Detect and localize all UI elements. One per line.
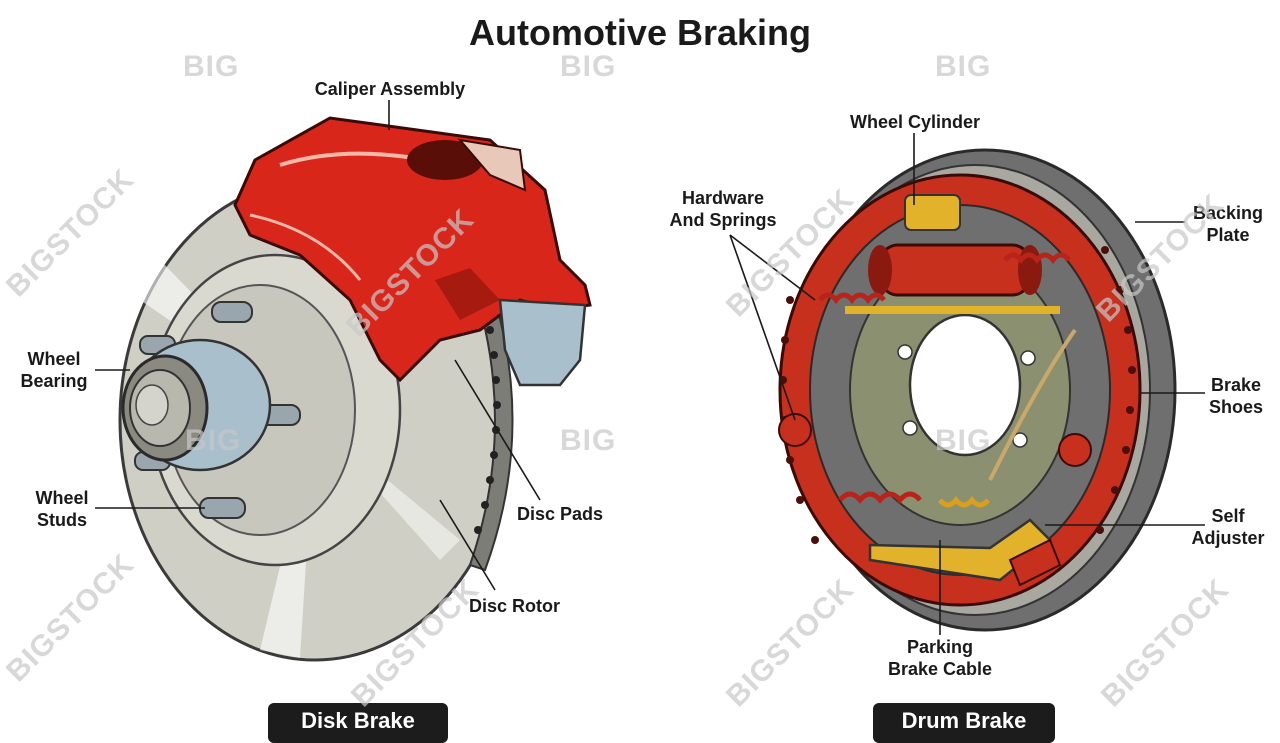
wheel-cylinder	[868, 194, 1042, 297]
label-wheel-bearing-line-1: Wheel	[27, 349, 81, 369]
wheel-studs	[134, 301, 301, 519]
label-backing-plate-line-1: Backing	[1192, 203, 1264, 223]
watermark-big: BIG	[935, 424, 992, 457]
label-caliper-assembly: Caliper Assembly	[314, 79, 466, 99]
parking-brake-cable	[988, 328, 1077, 481]
label-self-adjuster-line-2: Adjuster	[1191, 528, 1265, 548]
braking-illustration	[95, 100, 1205, 662]
label-brake-shoes-line-2: Shoes	[1208, 397, 1264, 417]
label-parking-brake-cable: Parking Brake Cable	[872, 636, 1008, 680]
label-brake-shoes: Brake Shoes	[1200, 374, 1272, 418]
label-self-adjuster: Self Adjuster	[1178, 505, 1278, 549]
drum-brake-illustration	[778, 148, 1177, 632]
label-parking-brake-cable-line-1: Parking	[906, 637, 974, 657]
self-adjuster	[868, 496, 1062, 587]
label-wheel-bearing: Wheel Bearing	[12, 348, 96, 392]
label-brake-shoes-line-1: Brake	[1210, 375, 1262, 395]
watermark-big: BIG	[560, 50, 617, 83]
label-wheel-cylinder: Wheel Cylinder	[849, 112, 981, 132]
label-backing-plate-line-2: Plate	[1206, 225, 1250, 245]
label-hardware-and-springs: Hardware And Springs	[658, 187, 788, 231]
watermark-big: BIG	[183, 50, 240, 83]
label-self-adjuster-line-1: Self	[1211, 506, 1245, 526]
label-wheel-studs-line-2: Studs	[36, 510, 87, 530]
hardware-and-springs	[818, 252, 1071, 504]
label-hardware-and-springs-line-2: And Springs	[669, 210, 777, 230]
drum-brake-tab: Drum Brake	[873, 703, 1055, 743]
label-wheel-studs: Wheel Studs	[22, 487, 102, 531]
disc-brake-tab: Disk Brake	[268, 703, 448, 743]
watermark-big: BIG	[185, 424, 242, 457]
label-disc-rotor: Disc Rotor	[469, 596, 561, 616]
page-title: Automotive Braking	[468, 12, 812, 53]
leader-lines	[95, 100, 1205, 635]
label-wheel-studs-line-1: Wheel	[35, 488, 89, 508]
caliper-assembly	[233, 116, 592, 383]
disc-brake-illustration	[118, 116, 592, 662]
label-hardware-and-springs-line-1: Hardware	[681, 188, 765, 208]
disc-pads	[498, 298, 587, 387]
watermark-big: BIG	[560, 424, 617, 457]
label-parking-brake-cable-line-2: Brake Cable	[887, 659, 993, 679]
label-wheel-bearing-line-2: Bearing	[20, 371, 88, 391]
label-backing-plate: Backing Plate	[1183, 202, 1273, 246]
watermark-big: BIG	[935, 50, 992, 83]
label-disc-pads: Disc Pads	[517, 504, 604, 524]
